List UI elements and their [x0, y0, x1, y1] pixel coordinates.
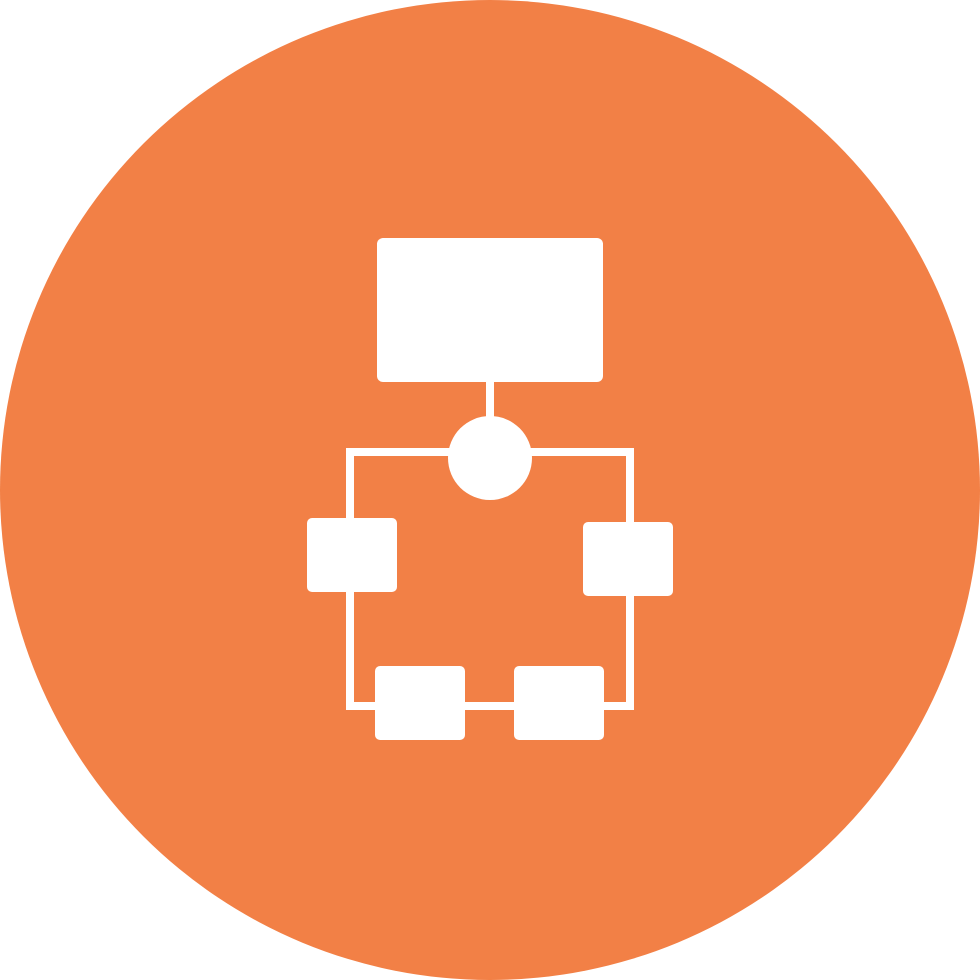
flowchart-glyph	[307, 238, 673, 740]
bottom-right-node-box	[514, 666, 604, 740]
bottom-left-node-box	[375, 666, 465, 740]
left-node-box	[307, 518, 397, 592]
right-node-box	[583, 522, 673, 596]
decision-node	[448, 416, 532, 500]
top-process-box	[377, 238, 603, 382]
